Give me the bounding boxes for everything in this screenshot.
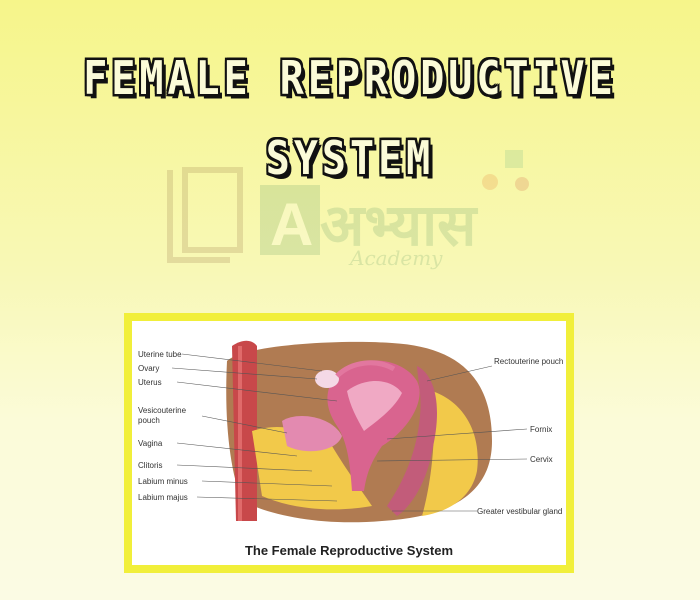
diagram-panel: Uterine tube Ovary Uterus Vesicouterine … [132,321,566,565]
watermark-sub-text: Academy [348,246,443,270]
label-cervix: Cervix [530,455,553,464]
diagram-frame: Uterine tube Ovary Uterus Vesicouterine … [124,313,574,573]
label-uterine-tube: Uterine tube [138,350,182,359]
academy-watermark-logo: A अभ्यास Academy TM [167,150,529,270]
page-title-line-1: FEMALE REPRODUCTIVE [83,52,617,106]
label-vagina: Vagina [138,439,163,448]
svg-text:A: A [270,191,313,258]
label-ovary: Ovary [138,364,160,373]
label-labium-minus: Labium minus [138,477,188,486]
label-rectouterine-pouch: Rectouterine pouch [494,357,564,366]
label-labium-majus: Labium majus [138,493,188,502]
label-vesicouterine-pouch: Vesicouterine pouch [138,406,187,425]
page-title-line-2: SYSTEM [265,132,435,186]
label-greater-vestibular-gland: Greater vestibular gland [477,507,563,516]
label-clitoris: Clitoris [138,461,163,470]
label-fornix: Fornix [530,425,553,434]
diagram-caption: The Female Reproductive System [244,543,454,558]
label-uterus: Uterus [138,378,162,387]
watermark-brand-text: अभ्यास [320,191,478,259]
reproductive-anatomy-illustration [171,340,528,523]
